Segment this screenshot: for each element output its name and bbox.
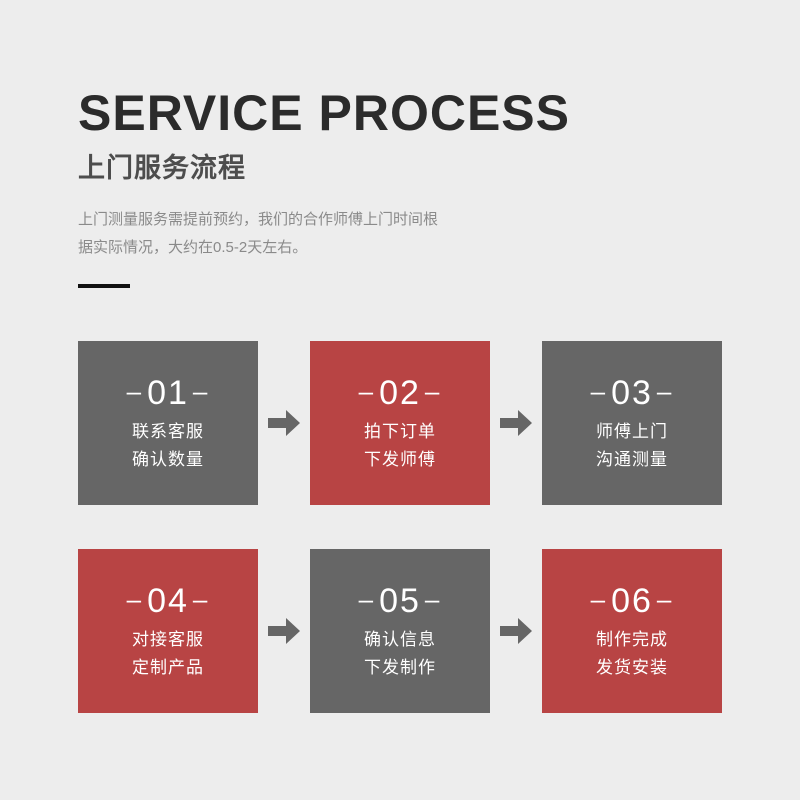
step-label-01: 联系客服 确认数量 bbox=[132, 418, 204, 474]
process-step-card-06[interactable]: –06– 制作完成 发货安装 bbox=[542, 549, 722, 713]
step-label-02: 拍下订单 下发师傅 bbox=[364, 418, 436, 474]
step-label-line-2: 发货安装 bbox=[596, 658, 668, 677]
step-label-line-1: 制作完成 bbox=[596, 630, 668, 649]
step-label-04: 对接客服 定制产品 bbox=[132, 626, 204, 682]
step-label-06: 制作完成 发货安装 bbox=[596, 626, 668, 682]
description-line-2: 据实际情况，大约在0.5-2天左右。 bbox=[78, 239, 308, 256]
step-number-04: –04– bbox=[123, 580, 214, 620]
page-title-chinese: 上门服务流程 bbox=[78, 153, 246, 183]
process-step-card-02[interactable]: –02– 拍下订单 下发师傅 bbox=[310, 341, 490, 505]
step-label-line-1: 确认信息 bbox=[364, 630, 436, 649]
process-row-2: –04– 对接客服 定制产品 –05– 确认信息 下发制作 bbox=[78, 549, 722, 713]
dash-left-icon: – bbox=[590, 376, 608, 406]
process-step-card-03[interactable]: –03– 师傅上门 沟通测量 bbox=[542, 341, 722, 505]
dash-right-icon: – bbox=[656, 376, 674, 406]
arrow-right-icon bbox=[500, 410, 532, 436]
arrow-connector-1 bbox=[258, 341, 310, 505]
step-number-value: 02 bbox=[379, 374, 421, 412]
header-divider-rule bbox=[78, 284, 130, 288]
step-label-line-2: 下发师傅 bbox=[364, 450, 436, 469]
step-number-06: –06– bbox=[587, 580, 678, 620]
dash-left-icon: – bbox=[126, 376, 144, 406]
arrow-connector-3 bbox=[258, 549, 310, 713]
process-step-grid: –01– 联系客服 确认数量 –02– 拍下订单 下发师傅 bbox=[78, 341, 722, 713]
dash-right-icon: – bbox=[424, 584, 442, 614]
description-line-1: 上门测量服务需提前预约，我们的合作师傅上门时间根 bbox=[78, 211, 439, 228]
step-number-01: –01– bbox=[123, 372, 214, 412]
page-description: 上门测量服务需提前预约，我们的合作师傅上门时间根 据实际情况，大约在0.5-2天… bbox=[78, 206, 528, 262]
dash-right-icon: – bbox=[424, 376, 442, 406]
step-number-value: 03 bbox=[611, 374, 653, 412]
arrow-right-icon bbox=[268, 410, 300, 436]
page-title-english: SERVICE PROCESS bbox=[78, 85, 571, 141]
step-label-line-2: 定制产品 bbox=[132, 658, 204, 677]
dash-left-icon: – bbox=[126, 584, 144, 614]
process-row-1: –01– 联系客服 确认数量 –02– 拍下订单 下发师傅 bbox=[78, 341, 722, 505]
step-label-line-2: 确认数量 bbox=[132, 450, 204, 469]
process-step-card-05[interactable]: –05– 确认信息 下发制作 bbox=[310, 549, 490, 713]
step-number-value: 06 bbox=[611, 582, 653, 620]
step-label-line-1: 师傅上门 bbox=[596, 422, 668, 441]
step-number-value: 05 bbox=[379, 582, 421, 620]
process-step-card-04[interactable]: –04– 对接客服 定制产品 bbox=[78, 549, 258, 713]
step-label-line-1: 拍下订单 bbox=[364, 422, 436, 441]
dash-left-icon: – bbox=[358, 584, 376, 614]
arrow-connector-2 bbox=[490, 341, 542, 505]
step-label-line-1: 对接客服 bbox=[132, 630, 204, 649]
dash-right-icon: – bbox=[192, 376, 210, 406]
dash-left-icon: – bbox=[590, 584, 608, 614]
step-label-line-1: 联系客服 bbox=[132, 422, 204, 441]
step-number-02: –02– bbox=[355, 372, 446, 412]
step-label-05: 确认信息 下发制作 bbox=[364, 626, 436, 682]
step-number-05: –05– bbox=[355, 580, 446, 620]
step-label-03: 师傅上门 沟通测量 bbox=[596, 418, 668, 474]
dash-left-icon: – bbox=[358, 376, 376, 406]
step-label-line-2: 下发制作 bbox=[364, 658, 436, 677]
page-header: SERVICE PROCESS 上门服务流程 上门测量服务需提前预约，我们的合作… bbox=[78, 86, 728, 288]
arrow-right-icon bbox=[500, 618, 532, 644]
dash-right-icon: – bbox=[192, 584, 210, 614]
arrow-right-icon bbox=[268, 618, 300, 644]
step-label-line-2: 沟通测量 bbox=[596, 450, 668, 469]
arrow-connector-4 bbox=[490, 549, 542, 713]
step-number-value: 01 bbox=[147, 374, 189, 412]
dash-right-icon: – bbox=[656, 584, 674, 614]
process-step-card-01[interactable]: –01– 联系客服 确认数量 bbox=[78, 341, 258, 505]
step-number-value: 04 bbox=[147, 582, 189, 620]
step-number-03: –03– bbox=[587, 372, 678, 412]
